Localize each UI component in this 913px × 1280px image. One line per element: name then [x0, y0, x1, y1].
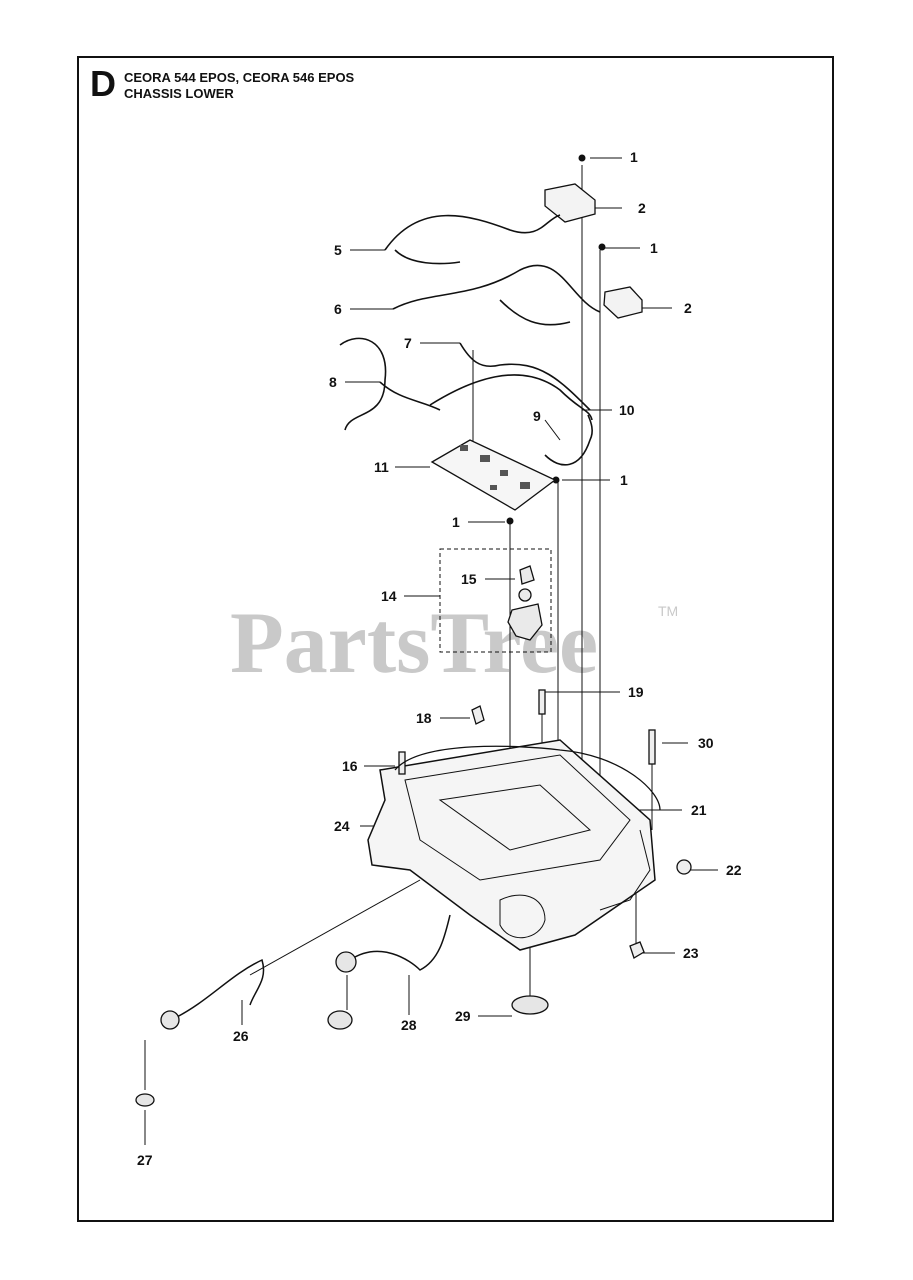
- callout-1: 1: [630, 149, 638, 165]
- callout-6: 6: [334, 301, 342, 317]
- watermark-trademark: TM: [658, 603, 678, 619]
- callout-23: 23: [683, 945, 699, 961]
- callout-29: 29: [455, 1008, 471, 1024]
- callout-26: 26: [233, 1028, 249, 1044]
- guide-line: [249, 879, 421, 976]
- diagram-frame: [77, 56, 834, 1222]
- callout-2: 2: [638, 200, 646, 216]
- callout-28: 28: [401, 1017, 417, 1033]
- model-title: CEORA 544 EPOS, CEORA 546 EPOS: [124, 70, 355, 85]
- callout-15: 15: [461, 571, 477, 587]
- callout-16: 16: [342, 758, 358, 774]
- callout-labels: 1 2 1 2 5 6 7 8 9 10 11 1 1 14 15 19 18 …: [137, 149, 742, 1168]
- callout-14: 14: [381, 588, 397, 604]
- callout-27: 27: [137, 1152, 153, 1168]
- callout-7: 7: [404, 335, 412, 351]
- callout-10: 10: [619, 402, 635, 418]
- callout-19: 19: [628, 684, 644, 700]
- callout-2: 2: [684, 300, 692, 316]
- callout-22: 22: [726, 862, 742, 878]
- callout-24: 24: [334, 818, 350, 834]
- callout-11: 11: [374, 459, 389, 475]
- callout-1: 1: [620, 472, 628, 488]
- callout-18: 18: [416, 710, 432, 726]
- callout-1: 1: [650, 240, 658, 256]
- kit-boundary-box: [439, 548, 552, 653]
- callout-8: 8: [329, 374, 337, 390]
- callout-1: 1: [452, 514, 460, 530]
- callout-30: 30: [698, 735, 714, 751]
- assembly-title: CHASSIS LOWER: [124, 86, 234, 101]
- callout-21: 21: [691, 802, 707, 818]
- callout-9: 9: [533, 408, 541, 424]
- watermark-text: PartsTree: [230, 595, 598, 692]
- section-letter: D: [90, 63, 116, 104]
- callout-5: 5: [334, 242, 342, 258]
